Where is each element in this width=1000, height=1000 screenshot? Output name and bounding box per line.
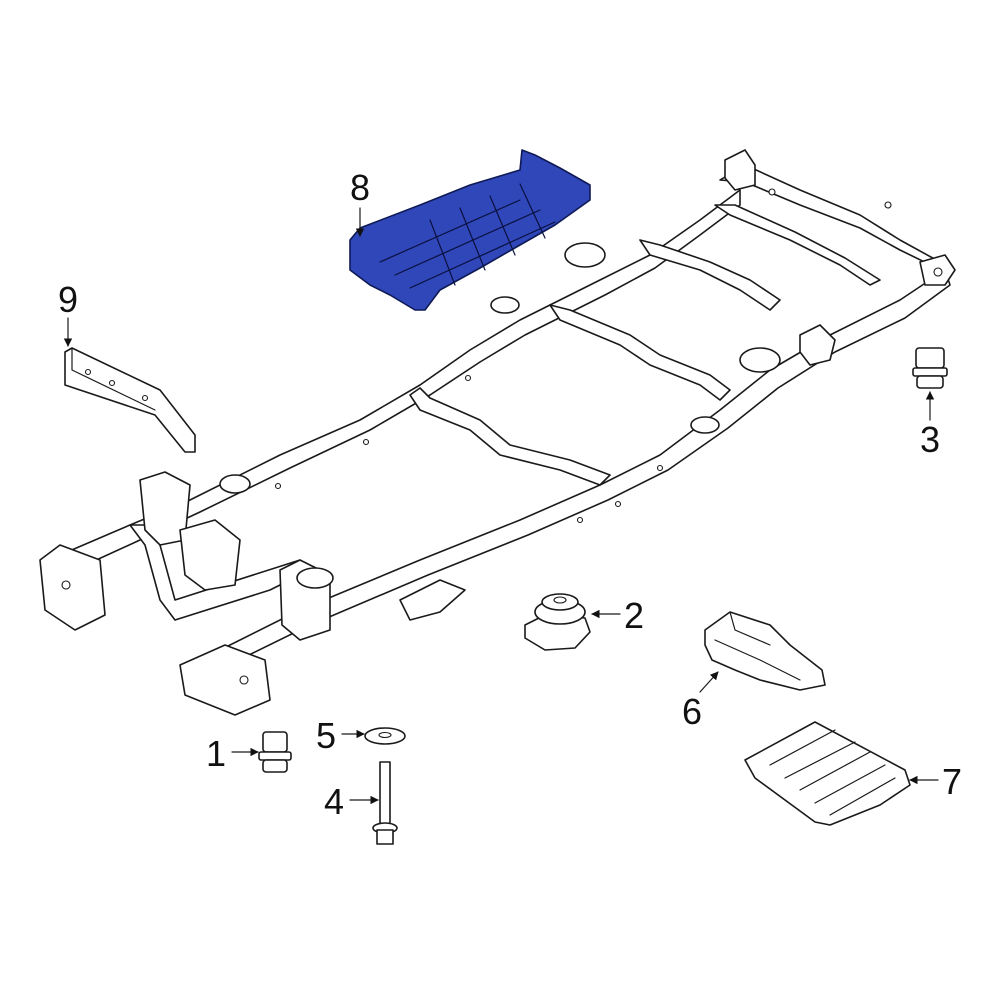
part-8-rib xyxy=(489,195,516,256)
frame-rear-crossmember-inner xyxy=(714,204,881,286)
part-5-washer[interactable] xyxy=(364,727,406,745)
callout-labels: 1 2 3 4 5 6 7 8 9 xyxy=(58,167,962,822)
frame-hole xyxy=(464,374,472,382)
part-7-rib xyxy=(829,777,896,816)
part-3-body-mount[interactable] xyxy=(912,347,948,389)
frame-mount-pad-2 xyxy=(739,347,781,373)
part-3-bottom xyxy=(916,375,944,389)
part-3-flange xyxy=(912,367,948,377)
frame-outrigger xyxy=(399,579,466,621)
frame-crossmember-1 xyxy=(409,387,611,486)
frame-hole xyxy=(884,201,892,209)
callout-4: 4 xyxy=(324,781,344,822)
part-1-body-mount[interactable] xyxy=(258,731,292,773)
part-5-washer-hole xyxy=(378,731,392,739)
part-4-bolt[interactable] xyxy=(372,761,398,845)
callout-9: 9 xyxy=(58,279,78,320)
frame-hole xyxy=(614,500,622,508)
part-2-cab-mount[interactable] xyxy=(524,593,591,651)
part-9-shape xyxy=(64,347,196,453)
part-4-shank xyxy=(379,761,391,825)
frame-mount-pad-4 xyxy=(690,416,720,434)
frame-hole xyxy=(933,267,943,277)
frame-front-bracket-2 xyxy=(179,519,241,591)
callout-arrows xyxy=(63,207,939,805)
callout-8: 8 xyxy=(350,167,370,208)
frame-hole xyxy=(274,482,282,490)
part-4-head xyxy=(376,829,394,845)
part-6-edge xyxy=(729,611,771,646)
callout-2: 2 xyxy=(624,595,644,636)
frame-mount-pad-6 xyxy=(219,474,251,494)
part-8-skid-plate[interactable] xyxy=(349,149,591,311)
callout-5: 5 xyxy=(316,715,336,756)
frame-hole xyxy=(768,188,776,196)
frame-front-member-left xyxy=(39,544,106,631)
part-8-rib xyxy=(459,207,486,271)
callout-7: 7 xyxy=(942,761,962,802)
part-9-reinforcement[interactable] xyxy=(64,347,196,453)
vehicle-frame xyxy=(39,149,956,716)
part-8-rib xyxy=(429,219,456,286)
frame-crossmember-2 xyxy=(549,304,731,401)
part-7-rib xyxy=(799,751,871,791)
part-9-hole xyxy=(84,368,92,376)
callout-3: 3 xyxy=(920,419,940,460)
part-6-bracket[interactable] xyxy=(704,611,826,691)
part-9-hole xyxy=(141,394,149,402)
frame-hole xyxy=(239,675,249,685)
frame-mount-pad-1 xyxy=(564,242,606,268)
part-7-rib xyxy=(784,741,856,779)
frame-rear-tab-left xyxy=(724,149,756,191)
frame-hole xyxy=(656,464,664,472)
part-6-shape xyxy=(704,611,826,691)
part-2-hole xyxy=(553,596,567,604)
part-7-skid-plate[interactable] xyxy=(744,721,911,826)
part-7-rib xyxy=(814,764,886,804)
frame-mount-pad-3 xyxy=(490,296,520,314)
callout-6: 6 xyxy=(682,691,702,732)
frame-right-rail xyxy=(189,269,951,681)
part-8-rib xyxy=(519,183,546,239)
part-9-hole xyxy=(108,379,116,387)
part-1-flange xyxy=(258,751,292,761)
frame-crossmember-3 xyxy=(639,239,781,311)
frame-hole xyxy=(576,516,584,524)
part-8-shape xyxy=(349,149,591,311)
frame-hole xyxy=(61,580,71,590)
part-3-top xyxy=(915,347,945,369)
part-9-edge xyxy=(71,347,156,411)
callout-1: 1 xyxy=(206,733,226,774)
part-6-edge xyxy=(714,639,801,681)
part-1-bottom xyxy=(262,759,288,773)
part-1-top xyxy=(262,731,288,753)
arrow-6 xyxy=(699,671,719,693)
frame-hole xyxy=(362,438,370,446)
frame-front-member-right xyxy=(179,644,271,716)
part-8-rib xyxy=(409,221,556,289)
frame-mount-pad-5 xyxy=(296,567,334,589)
frame-left-rail xyxy=(59,189,741,573)
frame-side-bracket xyxy=(799,324,836,366)
part-7-rib xyxy=(769,729,836,766)
part-8-rib xyxy=(394,209,541,276)
part-7-shape xyxy=(744,721,911,826)
